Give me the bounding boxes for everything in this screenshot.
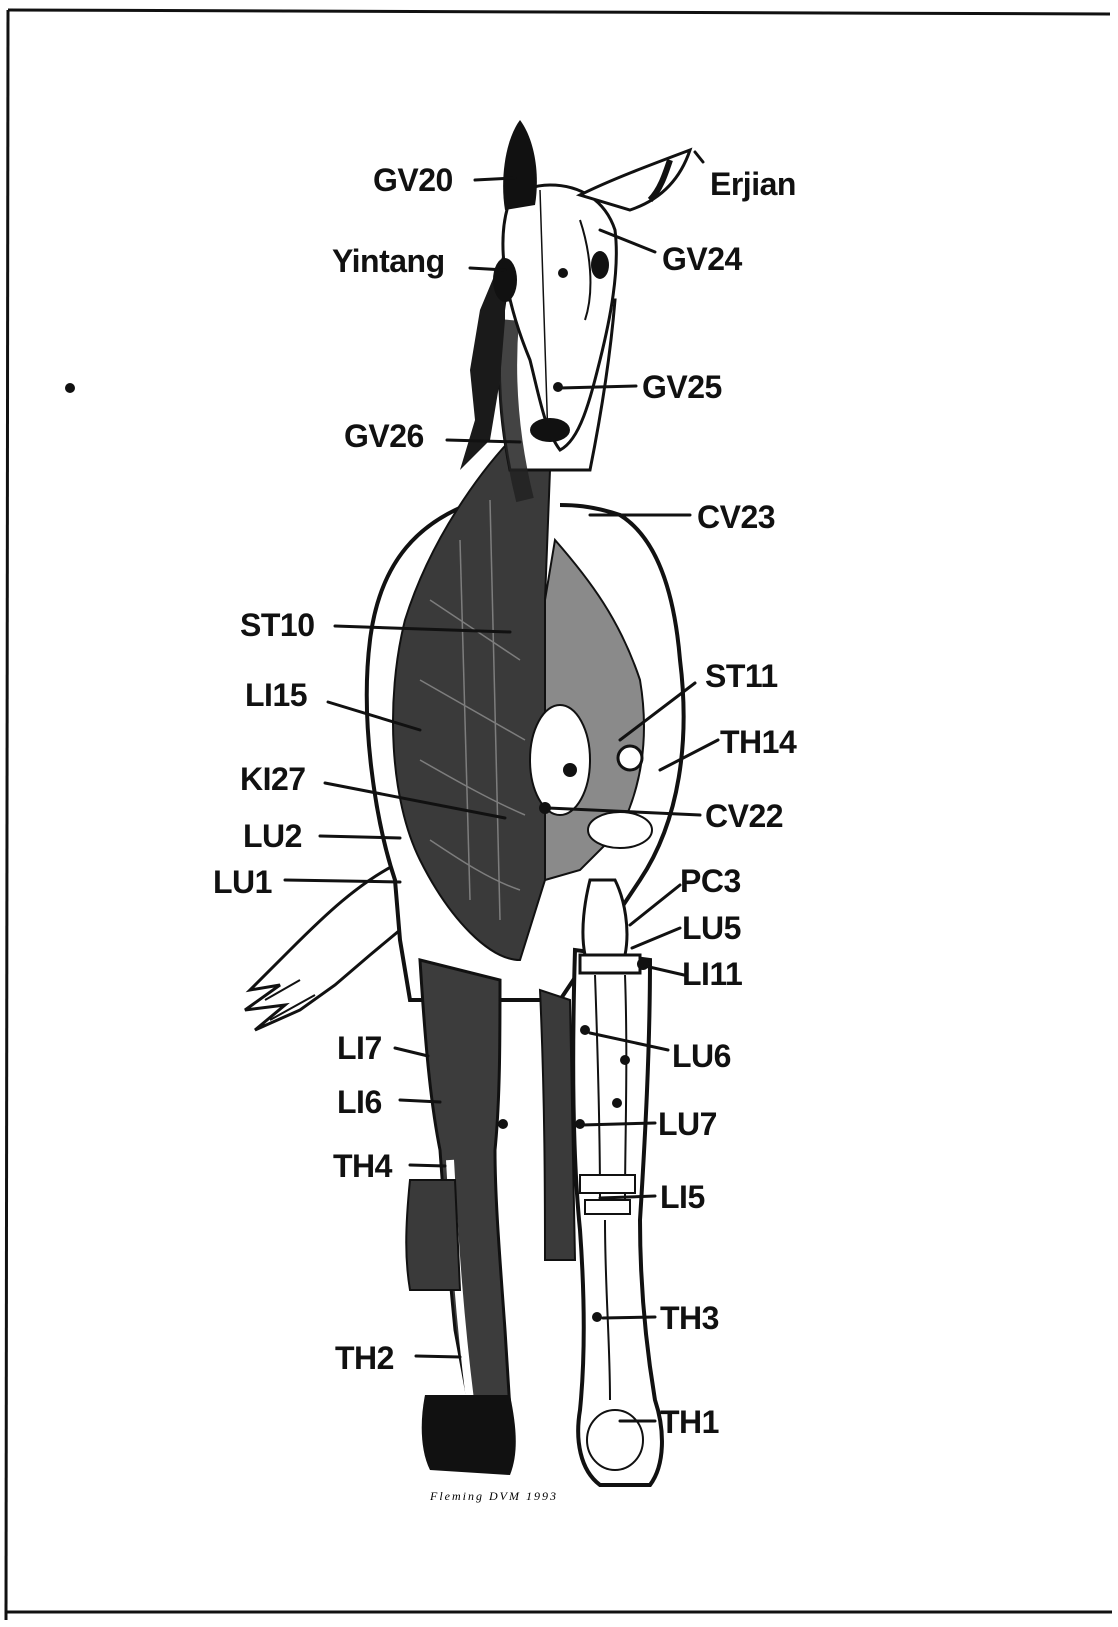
dot-lu7-b — [612, 1098, 622, 1108]
label-li5: LI5 — [660, 1181, 705, 1213]
label-lu2: LU2 — [243, 820, 302, 852]
label-th1: TH1 — [660, 1406, 719, 1438]
left-hoof — [422, 1395, 516, 1475]
label-lu6: LU6 — [672, 1040, 731, 1072]
label-st11: ST11 — [705, 660, 778, 692]
label-pc3: PC3 — [680, 865, 741, 897]
label-li11: LI11 — [682, 958, 742, 990]
label-th4: TH4 — [333, 1150, 392, 1182]
label-lu7: LU7 — [658, 1108, 717, 1140]
dot-lu6-a — [580, 1025, 590, 1035]
dot-li6 — [498, 1119, 508, 1129]
label-lu1: LU1 — [213, 866, 272, 898]
label-st10: ST10 — [240, 609, 314, 641]
dot-lu6-b — [620, 1055, 630, 1065]
shoulder-joint — [530, 705, 590, 815]
label-th2: TH2 — [335, 1342, 394, 1374]
dot-li11 — [637, 958, 649, 970]
label-gv20: GV20 — [373, 164, 453, 196]
label-th14: TH14 — [720, 726, 796, 758]
label-gv26: GV26 — [344, 420, 424, 452]
artist-signature: Fleming DVM 1993 — [429, 1489, 558, 1503]
label-yintang: Yintang — [332, 245, 445, 277]
horse-ear-left — [503, 120, 537, 210]
label-gv24: GV24 — [662, 243, 742, 275]
dot-th3 — [592, 1312, 602, 1322]
label-lu5: LU5 — [682, 912, 741, 944]
label-cv23: CV23 — [697, 501, 775, 533]
label-li6: LI6 — [337, 1086, 382, 1118]
label-li7: LI7 — [337, 1032, 382, 1064]
dot-st11 — [563, 763, 577, 777]
horse-ear-right — [580, 150, 690, 210]
label-th3: TH3 — [660, 1302, 719, 1334]
dot-yintang — [558, 268, 568, 278]
label-erjian: Erjian — [710, 168, 796, 200]
label-cv22: CV22 — [705, 800, 783, 832]
label-ki27: KI27 — [240, 763, 306, 795]
speck — [65, 383, 75, 393]
label-li15: LI15 — [245, 679, 307, 711]
label-gv25: GV25 — [642, 371, 722, 403]
